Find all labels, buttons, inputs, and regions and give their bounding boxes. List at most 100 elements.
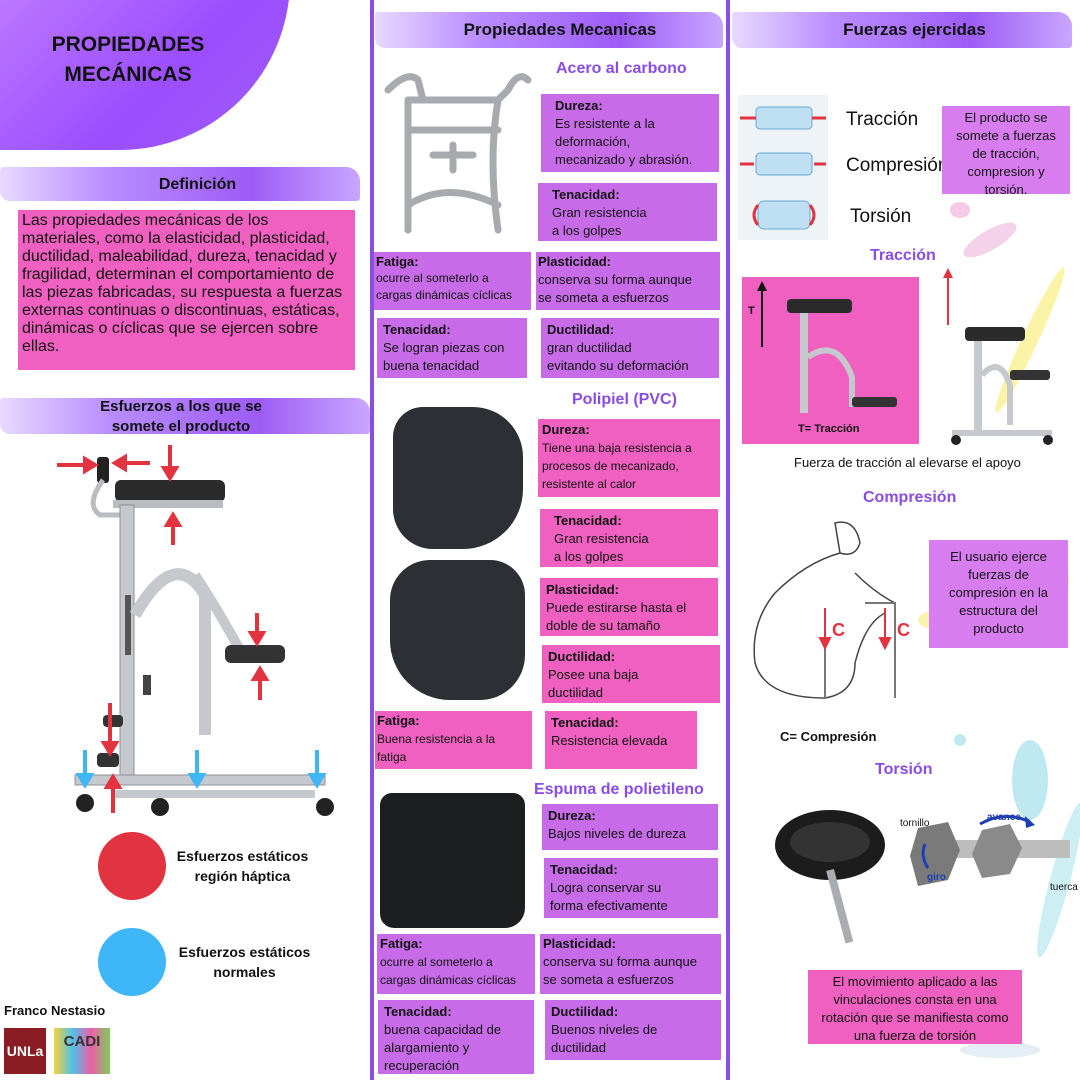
acero-tenacidad-heading: Tenacidad: [552,187,620,202]
legend-red-label-1: Esfuerzos estáticos [176,848,309,864]
polipiel-tenacidad-heading: Tenacidad: [554,513,622,528]
divider-right [726,0,730,1080]
polipiel-ductilidad-box: Ductilidad: Posee una baja ductilidad [542,645,720,703]
espuma-tenacidad-box: Tenacidad: Logra conservar su forma efec… [544,858,718,918]
espuma-tenacidad2-body: buena capacidad de alargamiento y recupe… [384,1022,502,1073]
polipiel-fatiga-box: Fatiga: Buena resistencia a la fatiga [375,711,532,769]
legend-blue-dot [98,928,166,996]
acero-ductilidad-box: Ductilidad: gran ductilidad evitando su … [541,318,719,378]
right-banner [732,12,1072,48]
espuma-title: Espuma de polietileno [534,781,704,798]
cadi-logo: CADI [54,1028,110,1074]
polipiel-dureza-heading: Dureza: [542,422,590,437]
acero-plasticidad-body: conserva su forma aunque se someta a esf… [538,272,692,305]
stander-device-illustration [57,445,334,816]
polipiel-ductilidad-heading: Ductilidad: [548,649,616,664]
acero-tenacidad2-heading: Tenacidad: [383,322,451,337]
acero-plasticidad-heading: Plasticidad: [538,254,611,269]
polipiel-tenacidad-body: Gran resistencia a los golpes [554,531,649,564]
espuma-dureza-heading: Dureza: [548,808,596,823]
polipiel-fatiga-body: Buena resistencia a la fatiga [377,732,496,764]
legend-compresion: Compresión [846,155,949,176]
polipiel-dureza-box: Dureza: Tiene una baja resistencia a pro… [538,419,720,497]
definicion-title: Definición [158,176,237,193]
esfuerzos-title-1: Esfuerzos a los que se [100,398,262,415]
definicion-text: Las propiedades mecánicas de los materia… [18,210,355,370]
espuma-fatiga-heading: Fatiga: [380,936,423,951]
legend-torsion: Torsión [850,206,912,227]
polipiel-dureza-body: Tiene una baja resistencia a procesos de… [542,441,692,491]
traccion-diagram: T T= Tracción [742,277,919,444]
traccion-device-photo [943,268,1053,445]
espuma-tenacidad2-heading: Tenacidad: [384,1004,452,1019]
polipiel-tenacidad2-body: Resistencia elevada [551,733,668,748]
acero-tenacidad-body: Gran resistencia a los golpes [552,205,647,238]
torsion-giro-label: giro [927,872,946,883]
torsion-bolt-illustration [910,815,1070,886]
acero-tenacidad-box: Tenacidad: Gran resistencia a los golpes [538,183,717,241]
compresion-box: El usuario ejerce fuerzas de compresión … [929,540,1068,648]
espuma-ductilidad-body: Buenos niveles de ductilidad [551,1022,658,1055]
acero-dureza-box: Dureza: Es resistente a la deformación, … [541,94,719,172]
espuma-fatiga-body: ocurre al someterlo a cargas dinámicas c… [380,955,517,987]
steel-frame-illustration [384,73,532,234]
legend-blue-label-2: normales [213,964,276,980]
acero-tenacidad2-box: Tenacidad: Se logran piezas con buena te… [377,318,527,378]
espuma-ductilidad-box: Ductilidad: Buenos niveles de ductilidad [545,1000,721,1060]
polipiel-plasticidad-body: Puede estirarse hasta el doble de su tam… [546,600,687,633]
polipiel-tenacidad2-heading: Tenacidad: [551,715,619,730]
polipiel-ductilidad-body: Posee una baja ductilidad [548,667,639,700]
intro-box: El producto se somete a fuerzas de tracc… [942,106,1070,197]
pvc-pad-top [393,407,523,549]
right-title: Fuerzas ejercidas [843,20,986,39]
middle-title: Propiedades Mecanicas [463,20,657,39]
espuma-dureza-box: Dureza: Bajos niveles de dureza [542,804,718,850]
compresion-c-left: C [832,620,845,640]
acero-dureza-heading: Dureza: [555,98,603,113]
divider-left [370,0,374,1080]
cadi-logo-text: CADI [63,1033,101,1050]
legend-red-label-2: región háptica [194,868,291,884]
traccion-label: T= Tracción [798,423,860,435]
polipiel-plasticidad-box: Plasticidad: Puede estirarse hasta el do… [540,578,718,636]
page-title: PROPIEDADES MECÁNICAS [51,33,205,86]
acero-ductilidad-heading: Ductilidad: [547,322,615,337]
polipiel-plasticidad-heading: Plasticidad: [546,582,619,597]
torsion-knob-illustration [775,810,885,944]
torsion-avance-label: avance [987,812,1021,823]
traccion-caption: Fuerza de tracción al elevarse el apoyo [794,455,1021,470]
traccion-device-drawing [757,281,897,413]
espuma-tenacidad-heading: Tenacidad: [550,862,618,877]
acero-tenacidad2-body: Se logran piezas con buena tenacidad [383,340,505,373]
acero-dureza-body: Es resistente a la deformación, mecaniza… [555,116,693,167]
legend-traccion: Tracción [846,109,919,130]
traccion-heading: Tracción [870,247,936,264]
polipiel-fatiga-heading: Fatiga: [377,713,420,728]
torsion-tornillo-label: tornillo [900,818,930,829]
acero-title: Acero al carbono [556,60,687,77]
espuma-dureza-body: Bajos niveles de dureza [548,826,687,841]
espuma-tenacidad2-box: Tenacidad: buena capacidad de alargamien… [378,1000,534,1074]
unla-logo: UNLa [4,1028,46,1074]
espuma-tenacidad-body: Logra conservar su forma efectivamente [550,880,668,913]
polipiel-tenacidad-box: Tenacidad: Gran resistencia a los golpes [540,509,718,567]
author-name: Franco Nestasio [4,1003,106,1018]
acero-plasticidad-box: Plasticidad: conserva su forma aunque se… [536,252,720,310]
torsion-tuerca-label: tuerca [1050,882,1078,893]
torsion-heading: Torsión [875,761,933,778]
espuma-plasticidad-box: Plasticidad: conserva su forma aunque se… [540,934,721,994]
espuma-ductilidad-heading: Ductilidad: [551,1004,619,1019]
force-types-illustration [738,95,828,240]
unla-logo-text: UNLa [6,1043,44,1059]
definicion-banner [0,167,360,201]
esfuerzos-title-2: somete el producto [111,418,251,435]
espuma-fatiga-box: Fatiga: ocurre al someterlo a cargas din… [377,934,535,994]
torsion-box: El movimiento aplicado a las vinculacion… [808,970,1022,1044]
legend-red-dot [98,832,166,900]
polipiel-title: Polipiel (PVC) [572,391,677,408]
esfuerzos-banner [0,398,370,434]
middle-banner [375,12,723,48]
acero-ductilidad-body: gran ductilidad evitando su deformación [547,340,689,373]
pvc-pad-bottom [390,560,525,700]
espuma-plasticidad-heading: Plasticidad: [543,936,616,951]
